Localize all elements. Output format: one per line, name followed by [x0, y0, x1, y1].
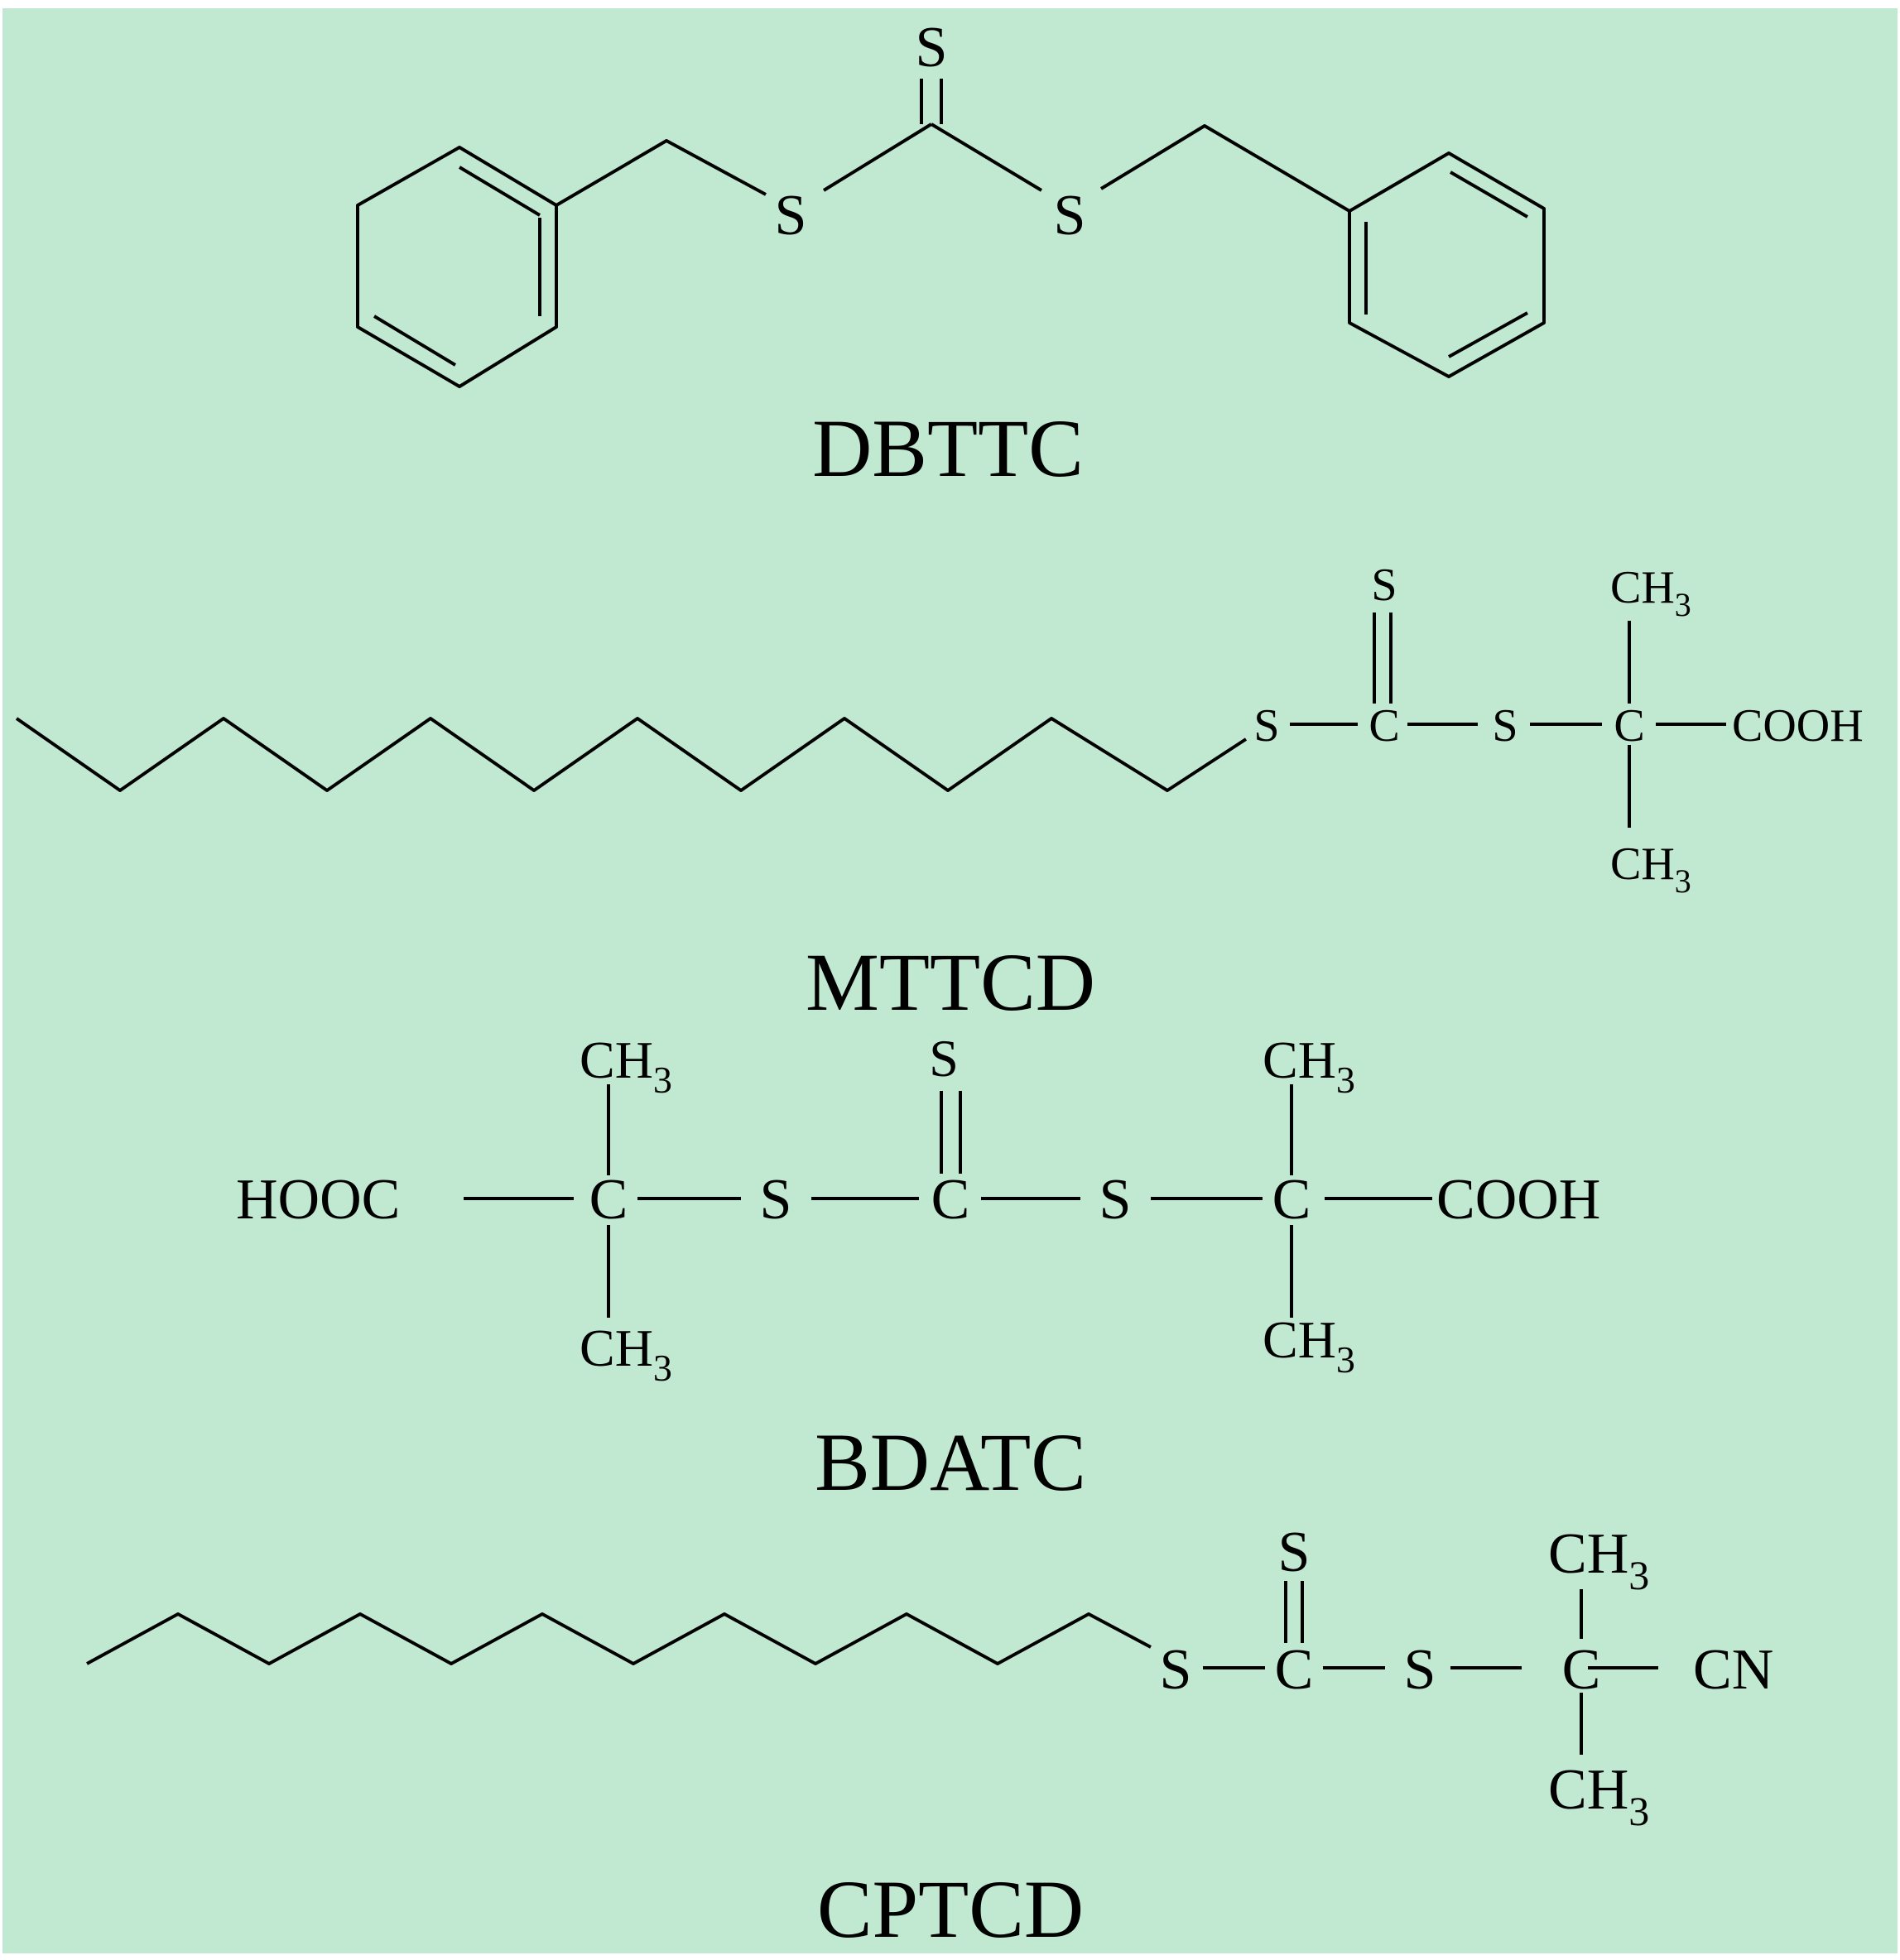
molecule-cptcd: S C S S C CN CH3 CH3 CPTCD: [86, 1520, 1773, 1955]
bdatc-atom-c-left: C: [589, 1168, 628, 1232]
bdatc-ch3-br-subscript: 3: [1336, 1338, 1355, 1381]
cptcd-group-ch3-bottom: CH3: [1548, 1758, 1649, 1834]
dbttc-right-ch2-linker: [1099, 124, 1351, 213]
dbttc-atom-s-right: S: [1054, 184, 1086, 247]
molecule-bdatc: HOOC C S C S S C COOH CH3 CH3 CH3 CH3 BD…: [236, 1029, 1600, 1508]
bdatc-atom-s-left: S: [760, 1168, 792, 1232]
cptcd-ch3-bottom-subscript: 3: [1628, 1788, 1649, 1834]
bdatc-group-ch3-top-left: CH3: [580, 1030, 672, 1101]
molecule-mttcd: S S C S C COOH CH3 CH3 MTTCD: [15, 560, 1864, 1028]
cptcd-alkyl-chain: [86, 1612, 1152, 1665]
bdatc-atom-c-right: C: [1272, 1168, 1311, 1232]
cptcd-group-cn: CN: [1693, 1638, 1773, 1702]
bdatc-ch3-tr-subscript: 3: [1336, 1059, 1355, 1101]
dbttc-left-ring-inner-double-bonds: [373, 166, 541, 367]
cptcd-atom-c-quat: C: [1562, 1638, 1601, 1702]
mttcd-atom-s-right: S: [1492, 700, 1518, 752]
compound-name-cptcd: CPTCD: [817, 1863, 1084, 1955]
dbttc-atom-s-left: S: [775, 184, 807, 247]
mttcd-atom-s-left: S: [1253, 700, 1279, 752]
compound-name-bdatc: BDATC: [815, 1416, 1086, 1508]
mttcd-group-ch3-top: CH3: [1610, 562, 1691, 623]
cptcd-atom-s-left: S: [1160, 1638, 1192, 1702]
molecule-dbttc: S S S DBTTC: [356, 16, 1546, 494]
bdatc-atom-s-right: S: [1099, 1168, 1132, 1232]
compound-name-mttcd: MTTCD: [806, 936, 1095, 1028]
bdatc-ch3-bl-subscript: 3: [653, 1347, 672, 1389]
bdatc-group-ch3-bottom-left: CH3: [580, 1319, 672, 1389]
cptcd-atom-s-right: S: [1404, 1638, 1436, 1702]
dbttc-s-c-left-bond: [822, 122, 933, 192]
bdatc-group-cooh: COOH: [1436, 1168, 1600, 1232]
bdatc-group-hooc: HOOC: [236, 1168, 400, 1232]
dbttc-c-s-right-bond: [930, 122, 1043, 192]
dbttc-left-ch2-linker: [555, 139, 767, 207]
bdatc-atom-s-top: S: [929, 1029, 959, 1088]
mttcd-ch3-top-subscript: 3: [1675, 586, 1691, 623]
mttcd-group-ch3-bottom: CH3: [1610, 838, 1691, 900]
cptcd-atom-s-top: S: [1278, 1520, 1311, 1584]
mttcd-atom-c-quat: C: [1614, 700, 1644, 752]
cptcd-ch3-top-subscript: 3: [1628, 1552, 1649, 1598]
mttcd-atom-c-center: C: [1368, 700, 1399, 752]
dbttc-right-ring-inner-double-bonds: [1364, 171, 1529, 358]
mttcd-group-cooh: COOH: [1732, 700, 1864, 752]
bdatc-group-ch3-bottom-right: CH3: [1263, 1310, 1355, 1381]
compound-name-dbttc: DBTTC: [812, 402, 1084, 494]
mttcd-alkyl-chain: [15, 717, 1248, 792]
bdatc-ch3-tl-subscript: 3: [653, 1059, 672, 1101]
cptcd-atom-c-center: C: [1275, 1638, 1314, 1702]
bdatc-group-ch3-top-right: CH3: [1263, 1030, 1355, 1101]
cptcd-group-ch3-top: CH3: [1548, 1522, 1649, 1598]
mttcd-atom-s-top: S: [1371, 560, 1397, 611]
dbttc-right-benzene-ring: [1348, 151, 1546, 378]
bdatc-atom-c-center: C: [931, 1168, 970, 1232]
dbttc-atom-s-double: S: [916, 16, 948, 79]
mttcd-ch3-bottom-subscript: 3: [1675, 862, 1691, 900]
